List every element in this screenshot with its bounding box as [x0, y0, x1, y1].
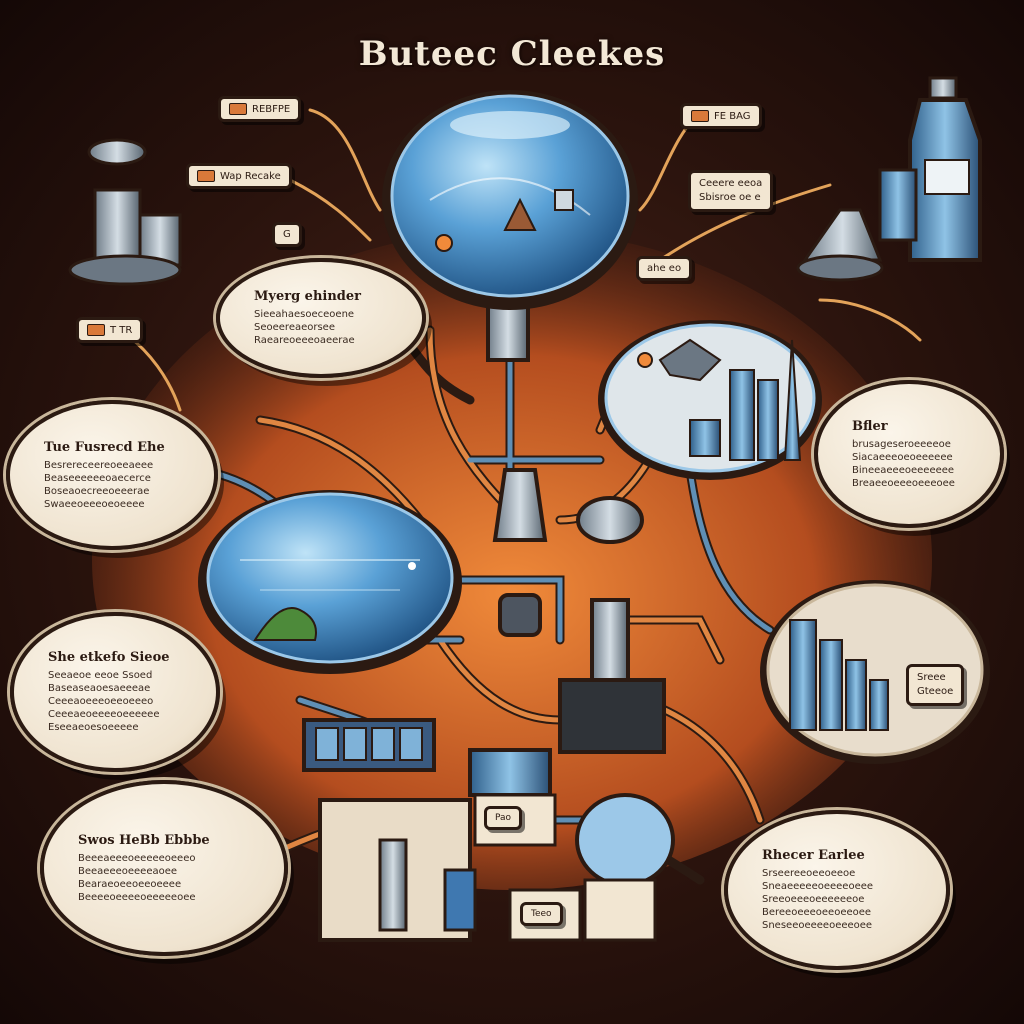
bubble-line: Swaeeoeeeoeoeeee [44, 498, 145, 510]
top-glass-lens [382, 90, 638, 362]
tag-text: Wap Recake [220, 171, 281, 182]
tag-text: G [283, 229, 291, 240]
right-city-lens-upper [598, 320, 822, 480]
bubble-line: Seoeereaeorsee [254, 322, 335, 333]
tag-text: REBFPE [252, 104, 291, 115]
bubble-line: Raeareoeeeoaeerae [254, 335, 355, 346]
label-heading: Sreee [917, 672, 946, 683]
central-machinery [302, 468, 675, 942]
bubble-line: Beeeaeeeoeeeeeoeeeo [78, 852, 196, 864]
bubble-heading: Rhecer Earlee [762, 848, 865, 863]
tag-text: T TR [110, 325, 133, 336]
label-line: Gteeoe [917, 686, 954, 697]
bubble-left: Tue Fusrecd Ehe Besrereceereoeeaeee Beas… [6, 400, 218, 550]
bubble-line: Sieeahaesoeceoene [254, 309, 355, 320]
bubble-line: Baseaseaoesaeeeae [48, 683, 151, 694]
tag-left-upper: Wap Recake [186, 163, 292, 189]
bubble-line: Bineeaeeeoeeeeeee [852, 464, 955, 476]
tag-line: Ceeere eeoa [699, 178, 763, 189]
bubble-line: Eseeaeoesoeeeee [48, 722, 139, 733]
tag-left-arrow: T TR [76, 317, 144, 343]
bubble-line: Sreeoeeeoeeeeeeoe [762, 894, 865, 905]
bubble-line: Ceeeaeoeeeeoeeeeee [48, 709, 160, 720]
bubble-line: Sneaeeeeeoeeeeoeee [762, 881, 874, 892]
page-title: Buteec Cleekes [358, 34, 666, 74]
bubble-heading: Myerg ehinder [254, 289, 362, 304]
bubble-right-upper: Bfler brusageseroeeeeoe Siacaeeeoeoeeeee… [814, 380, 1004, 528]
bubble-line: Seeaeoe eeoe Ssoed [48, 670, 153, 681]
tag-text: FE BAG [714, 111, 751, 122]
tag-chip-icon [691, 110, 709, 122]
bubble-line: Boseaoecreeoeeerae [44, 485, 150, 497]
bubble-lower-left: She etkefo Sieoe Seeaeoe eeoe Ssoed Base… [10, 612, 220, 772]
bubble-heading: She etkefo Sieoe [48, 650, 170, 665]
top-left-apparatus [68, 138, 182, 286]
tag-text: ahe eo [647, 263, 682, 274]
label-right-mid: Sreee Gteeoe [906, 664, 965, 706]
bubble-line: Breaeeoeeeoeeeoee [852, 477, 955, 489]
bubble-line: Srseereeoeeoeeoe [762, 868, 856, 879]
bubble-heading: Swos HeBb Ebbbe [78, 832, 210, 848]
bubble-line: Besrereceereoeeaeee [44, 459, 154, 471]
bubble-bottom-left: Swos HeBb Ebbbe Beeeaeeeoeeeeeoeeeo Beea… [40, 780, 288, 956]
panel-center-label: Pao [484, 806, 523, 830]
panel-bottom-label: Teeo [520, 902, 563, 926]
tag-top-right: FE BAG [680, 103, 762, 129]
tag-center-right: ahe eo [636, 256, 693, 281]
tag-line: Sbisroe oe e [699, 192, 761, 203]
left-pond-lens [198, 490, 462, 674]
tag-top-left: REBFPE [218, 96, 302, 122]
tag-chip-icon [229, 103, 247, 115]
bubble-line: Beeeeoeeeeoeeeeeoee [78, 891, 196, 903]
tag-right-upper: Ceeere eeoa Sbisroe oe e [688, 170, 774, 212]
bubble-line: brusageseroeeeeoe [852, 438, 951, 450]
bubble-line: Sneseeoeeeeoeeeoee [762, 920, 873, 931]
bubble-line: Beaseeeeeeoaecerce [44, 472, 151, 484]
bubble-line: Bearaeoeeoeeoeeee [78, 878, 182, 890]
bubble-line: Siacaeeeoeoeeeeee [852, 451, 953, 463]
bubble-bottom-right: Rhecer Earlee Srseereeoeeoeeoe Sneaeeeee… [724, 810, 950, 970]
tag-chip-icon [87, 324, 105, 336]
bubble-line: Beeaeeeoeeeeaoee [78, 865, 178, 877]
bubble-line: Bereeoeeeoeeoeeoee [762, 907, 872, 918]
bubble-upper-left: Myerg ehinder Sieeahaesoeceoene Seoeerea… [216, 258, 426, 378]
tag-mid-left-small: G [272, 222, 302, 247]
bubble-heading: Tue Fusrecd Ehe [44, 439, 165, 455]
top-right-bottle [796, 76, 982, 282]
bubble-heading: Bfler [852, 418, 888, 434]
tag-chip-icon [197, 170, 215, 182]
bubble-line: Ceeeaoeeeoeeoeeeo [48, 696, 154, 707]
right-city-lens-lower [760, 580, 990, 764]
